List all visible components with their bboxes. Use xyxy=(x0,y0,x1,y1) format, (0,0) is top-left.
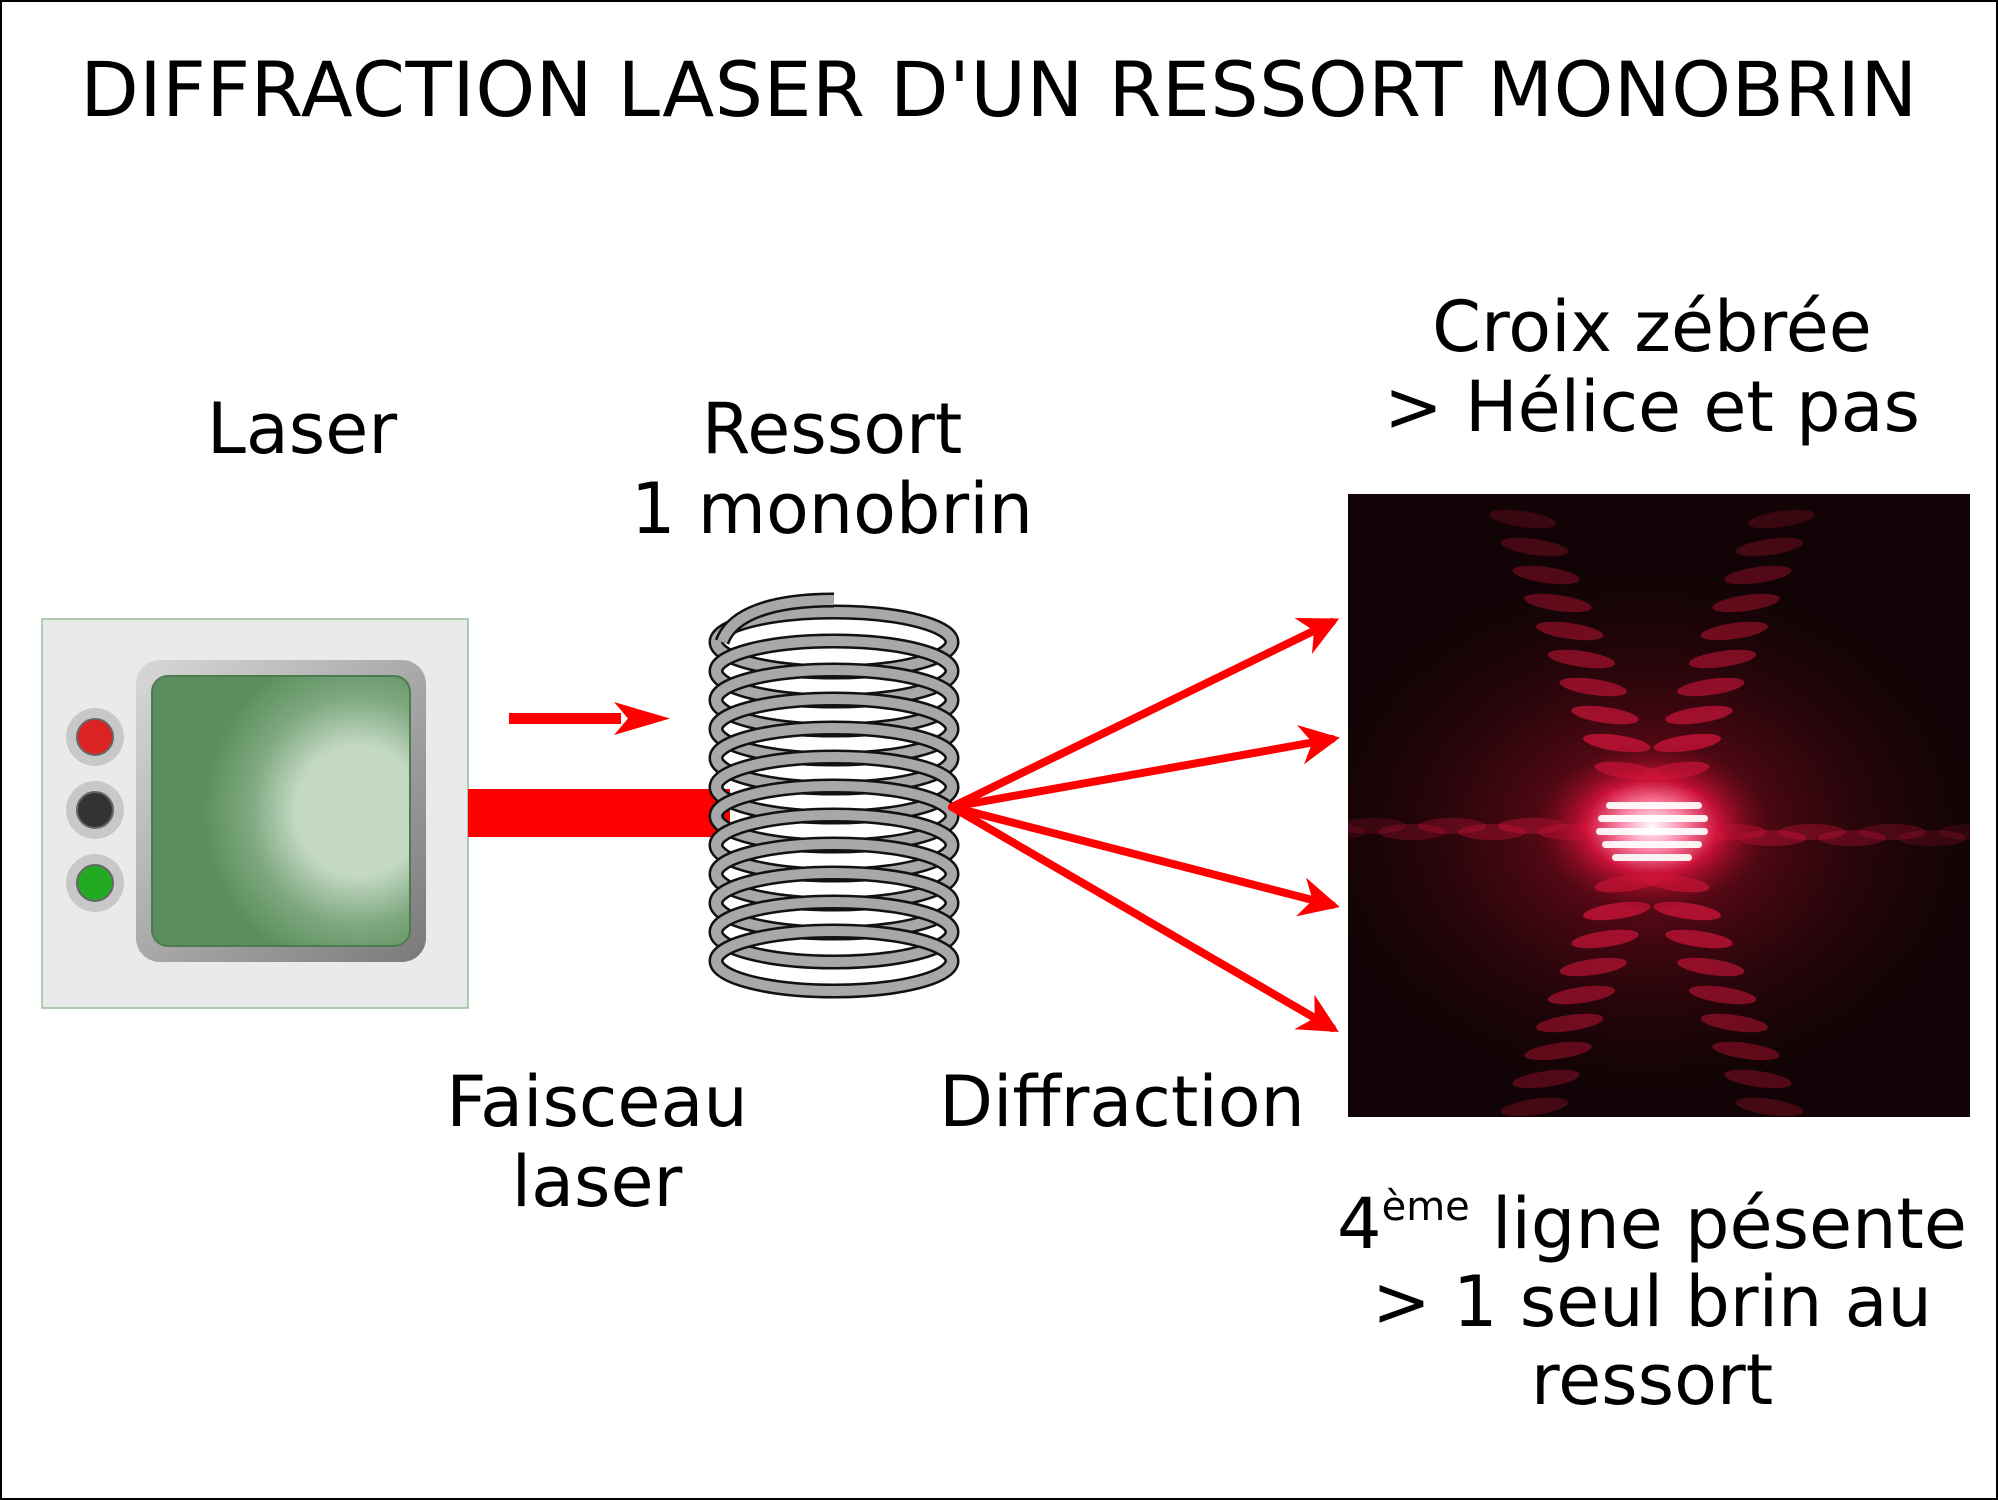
note-ordinal: 4 xyxy=(1337,1183,1382,1265)
note-superscript: ème xyxy=(1381,1184,1470,1230)
diffraction-label: Diffraction xyxy=(939,1061,1305,1143)
beam-direction-arrow xyxy=(509,702,670,735)
laser-device-icon xyxy=(41,618,469,1009)
laser-beam xyxy=(468,789,730,837)
diffraction-arrows xyxy=(948,618,1340,1033)
spring-label-line1: Ressort xyxy=(701,388,963,470)
spring-label: Ressort 1 monobrin xyxy=(562,394,1102,544)
led-green-icon xyxy=(66,854,124,912)
diffraction-pattern-image xyxy=(1348,494,1970,1117)
observation-note: 4ème ligne pésente > 1 seul brin au ress… xyxy=(1282,1187,1998,1415)
diffraction-arrow-2 xyxy=(948,724,1340,811)
beam-label-line2: laser xyxy=(511,1141,683,1223)
diffraction-arrow-1 xyxy=(948,618,1340,811)
spring-label-line2: 1 monobrin xyxy=(630,468,1034,550)
led-red-icon xyxy=(66,708,124,766)
page-title: DIFFRACTION LASER D'UN RESSORT MONOBRIN xyxy=(80,45,1918,134)
led-black-icon xyxy=(66,781,124,839)
note-line1-text: ligne pésente xyxy=(1469,1183,1967,1265)
note-line3: ressort xyxy=(1530,1339,1774,1421)
laser-label: Laser xyxy=(206,388,398,470)
diffraction-arrow-3 xyxy=(948,803,1340,917)
beam-label: Faisceau laser xyxy=(422,1067,772,1217)
note-line2: > 1 seul brin au xyxy=(1372,1261,1932,1343)
diffraction-arrow-4 xyxy=(948,803,1339,1033)
pattern-label: Croix zébrée > Hélice et pas xyxy=(1302,292,1998,442)
pattern-label-line1: Croix zébrée xyxy=(1432,286,1872,368)
beam-label-line1: Faisceau xyxy=(446,1061,748,1143)
note-line1: 4ème ligne pésente xyxy=(1282,1187,1998,1259)
pattern-label-line2: > Hélice et pas xyxy=(1384,366,1920,448)
spring-coil-icon xyxy=(708,592,960,999)
